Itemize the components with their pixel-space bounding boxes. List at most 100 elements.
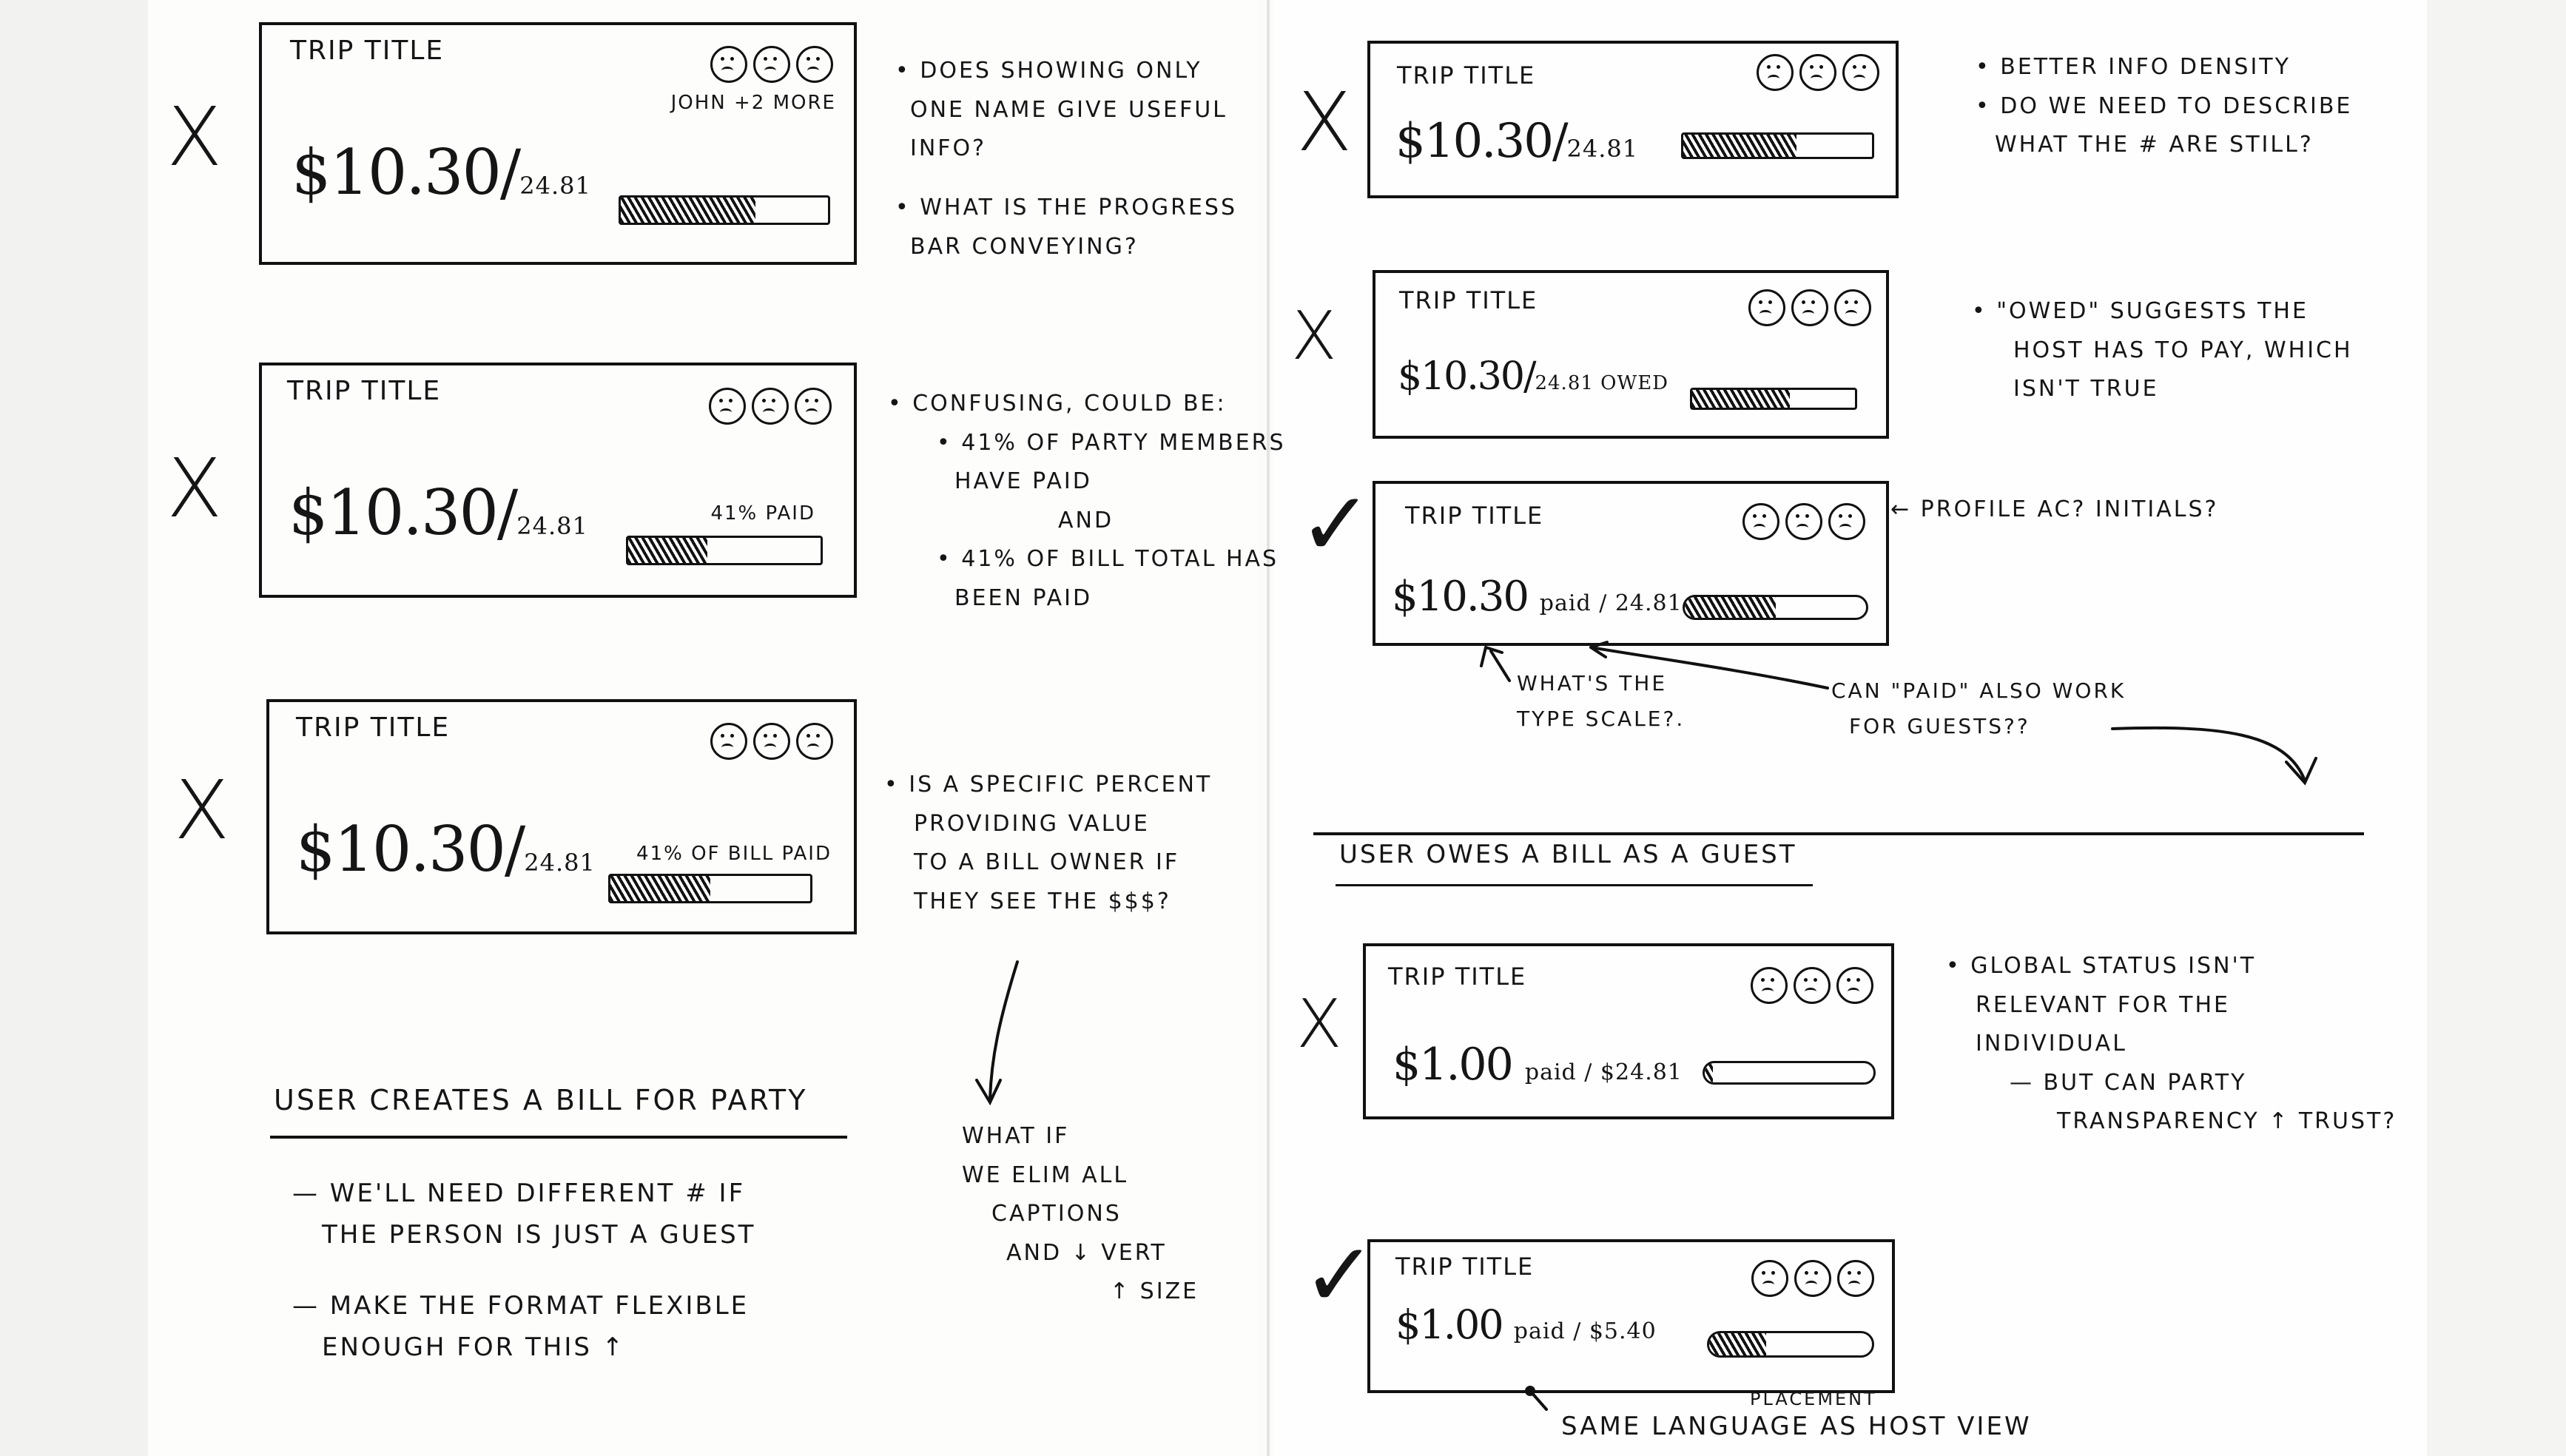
avatar-icon — [795, 388, 832, 425]
progress-bar — [619, 195, 830, 225]
reject-mark: X — [1291, 297, 1337, 375]
avatar-icon — [1836, 967, 1873, 1004]
avatar-icon — [752, 388, 789, 425]
progress-fill — [1683, 135, 1796, 157]
sketch-card-6: TRIP TITLE $10.30 paid / 24.81 — [1373, 481, 1889, 646]
avatar-group — [1751, 967, 1873, 1004]
avatar-icon — [1748, 289, 1785, 326]
progress-fill — [610, 876, 710, 901]
avatar-icon — [753, 46, 790, 83]
avatar-icon — [1757, 54, 1794, 91]
approve-mark: ✓ — [1302, 1224, 1377, 1327]
note-language: SAME LANGUAGE AS HOST VIEW — [1561, 1412, 2032, 1441]
card-amount: $10.30/24.81 — [296, 813, 596, 886]
avatar-group — [710, 46, 833, 83]
progress-fill — [628, 538, 707, 563]
avatar-icon — [1794, 967, 1831, 1004]
card-amount: $1.00 paid / $24.81 — [1393, 1039, 1683, 1091]
avatar-group — [709, 388, 832, 425]
progress-fill — [1709, 1333, 1766, 1355]
progress-bar — [608, 874, 812, 903]
sketch-card-1: TRIP TITLE JOHN +2 MORE $10.30/24.81 — [259, 22, 857, 265]
progress-bar — [1707, 1331, 1874, 1358]
card-caption: 41% PAID — [710, 502, 815, 525]
card-caption: JOHN +2 MORE — [670, 92, 836, 114]
avatar-group — [710, 723, 833, 760]
card-title: TRIP TITLE — [1395, 1253, 1535, 1281]
page-edge-right — [2427, 0, 2566, 1456]
note-confusing: • CONFUSING, COULD BE:• 41% OF PARTY MEM… — [888, 391, 1286, 611]
reject-mark: X — [166, 441, 223, 536]
note-profile: ← PROFILE AC? INITIALS? — [1890, 496, 2219, 522]
sketch-card-3: TRIP TITLE 41% OF BILL PAID $10.30/24.81 — [266, 699, 857, 934]
avatar-icon — [1842, 54, 1879, 91]
progress-bar — [1703, 1061, 1876, 1085]
sketch-card-8: TRIP TITLE $1.00 paid / $5.40 — [1367, 1239, 1895, 1393]
avatar-group — [1751, 1260, 1874, 1297]
progress-bar — [1683, 595, 1868, 620]
progress-bar — [1690, 388, 1857, 410]
progress-bar — [1681, 132, 1874, 159]
card-amount: $10.30/24.81 — [292, 136, 591, 209]
avatar-group — [1757, 54, 1879, 91]
card-amount: $10.30/24.81 OWED — [1398, 354, 1669, 399]
avatar-icon — [1828, 503, 1865, 540]
progress-fill — [1705, 1063, 1714, 1082]
sketch-card-7: TRIP TITLE $1.00 paid / $24.81 — [1363, 943, 1894, 1119]
card-amount: $10.30 paid / 24.81 — [1392, 573, 1683, 621]
avatar-icon — [1837, 1260, 1874, 1297]
avatar-icon — [1834, 289, 1871, 326]
avatar-group — [1748, 289, 1871, 326]
card-title: TRIP TITLE — [287, 376, 442, 406]
sketch-card-5: TRIP TITLE $10.30/24.81 OWED — [1373, 270, 1889, 439]
heading-underline — [270, 1136, 847, 1139]
arrow-curve-icon — [2111, 726, 2306, 782]
card-amount: $10.30/24.81 — [1395, 114, 1639, 169]
card-amount: $10.30/24.81 — [289, 476, 588, 549]
sketch-card-4: TRIP TITLE $10.30/24.81 — [1367, 41, 1899, 198]
arrow-up-icon — [1489, 650, 1511, 682]
avatar-icon — [796, 46, 833, 83]
card-amount: $1.00 paid / $5.40 — [1395, 1301, 1657, 1348]
avatar-icon — [753, 723, 790, 760]
arrow-left-icon — [1589, 646, 1829, 690]
reject-mark: X — [1296, 75, 1353, 169]
heading-underline — [1336, 884, 1813, 886]
progress-bar — [626, 536, 823, 565]
reject-mark: X — [166, 90, 223, 184]
arrow-head-icon — [2285, 757, 2317, 786]
card-title: TRIP TITLE — [1399, 286, 1538, 314]
reject-mark: X — [174, 763, 230, 857]
notebook-page-right — [1273, 0, 2427, 1456]
party-heading: USER CREATES A BILL FOR PARTY — [274, 1084, 808, 1116]
notebook-gutter — [1267, 0, 1270, 1456]
avatar-icon — [710, 46, 747, 83]
avatar-group — [1742, 503, 1865, 540]
avatar-icon — [796, 723, 833, 760]
avatar-icon — [709, 388, 746, 425]
progress-fill — [1685, 597, 1776, 618]
card-title: TRIP TITLE — [1388, 963, 1527, 991]
guest-heading: USER OWES A BILL AS A GUEST — [1339, 840, 1797, 869]
avatar-icon — [1751, 967, 1788, 1004]
avatar-icon — [710, 723, 747, 760]
avatar-icon — [1794, 1260, 1831, 1297]
card-title: TRIP TITLE — [1405, 502, 1544, 530]
card-title: TRIP TITLE — [290, 36, 445, 66]
note-placement: PLACEMENT — [1750, 1389, 1877, 1409]
avatar-icon — [1751, 1260, 1788, 1297]
arrow-head-icon — [1589, 641, 1609, 658]
approve-mark: ✓ — [1299, 473, 1373, 576]
avatar-icon — [1791, 289, 1828, 326]
section-divider — [1313, 832, 2364, 835]
